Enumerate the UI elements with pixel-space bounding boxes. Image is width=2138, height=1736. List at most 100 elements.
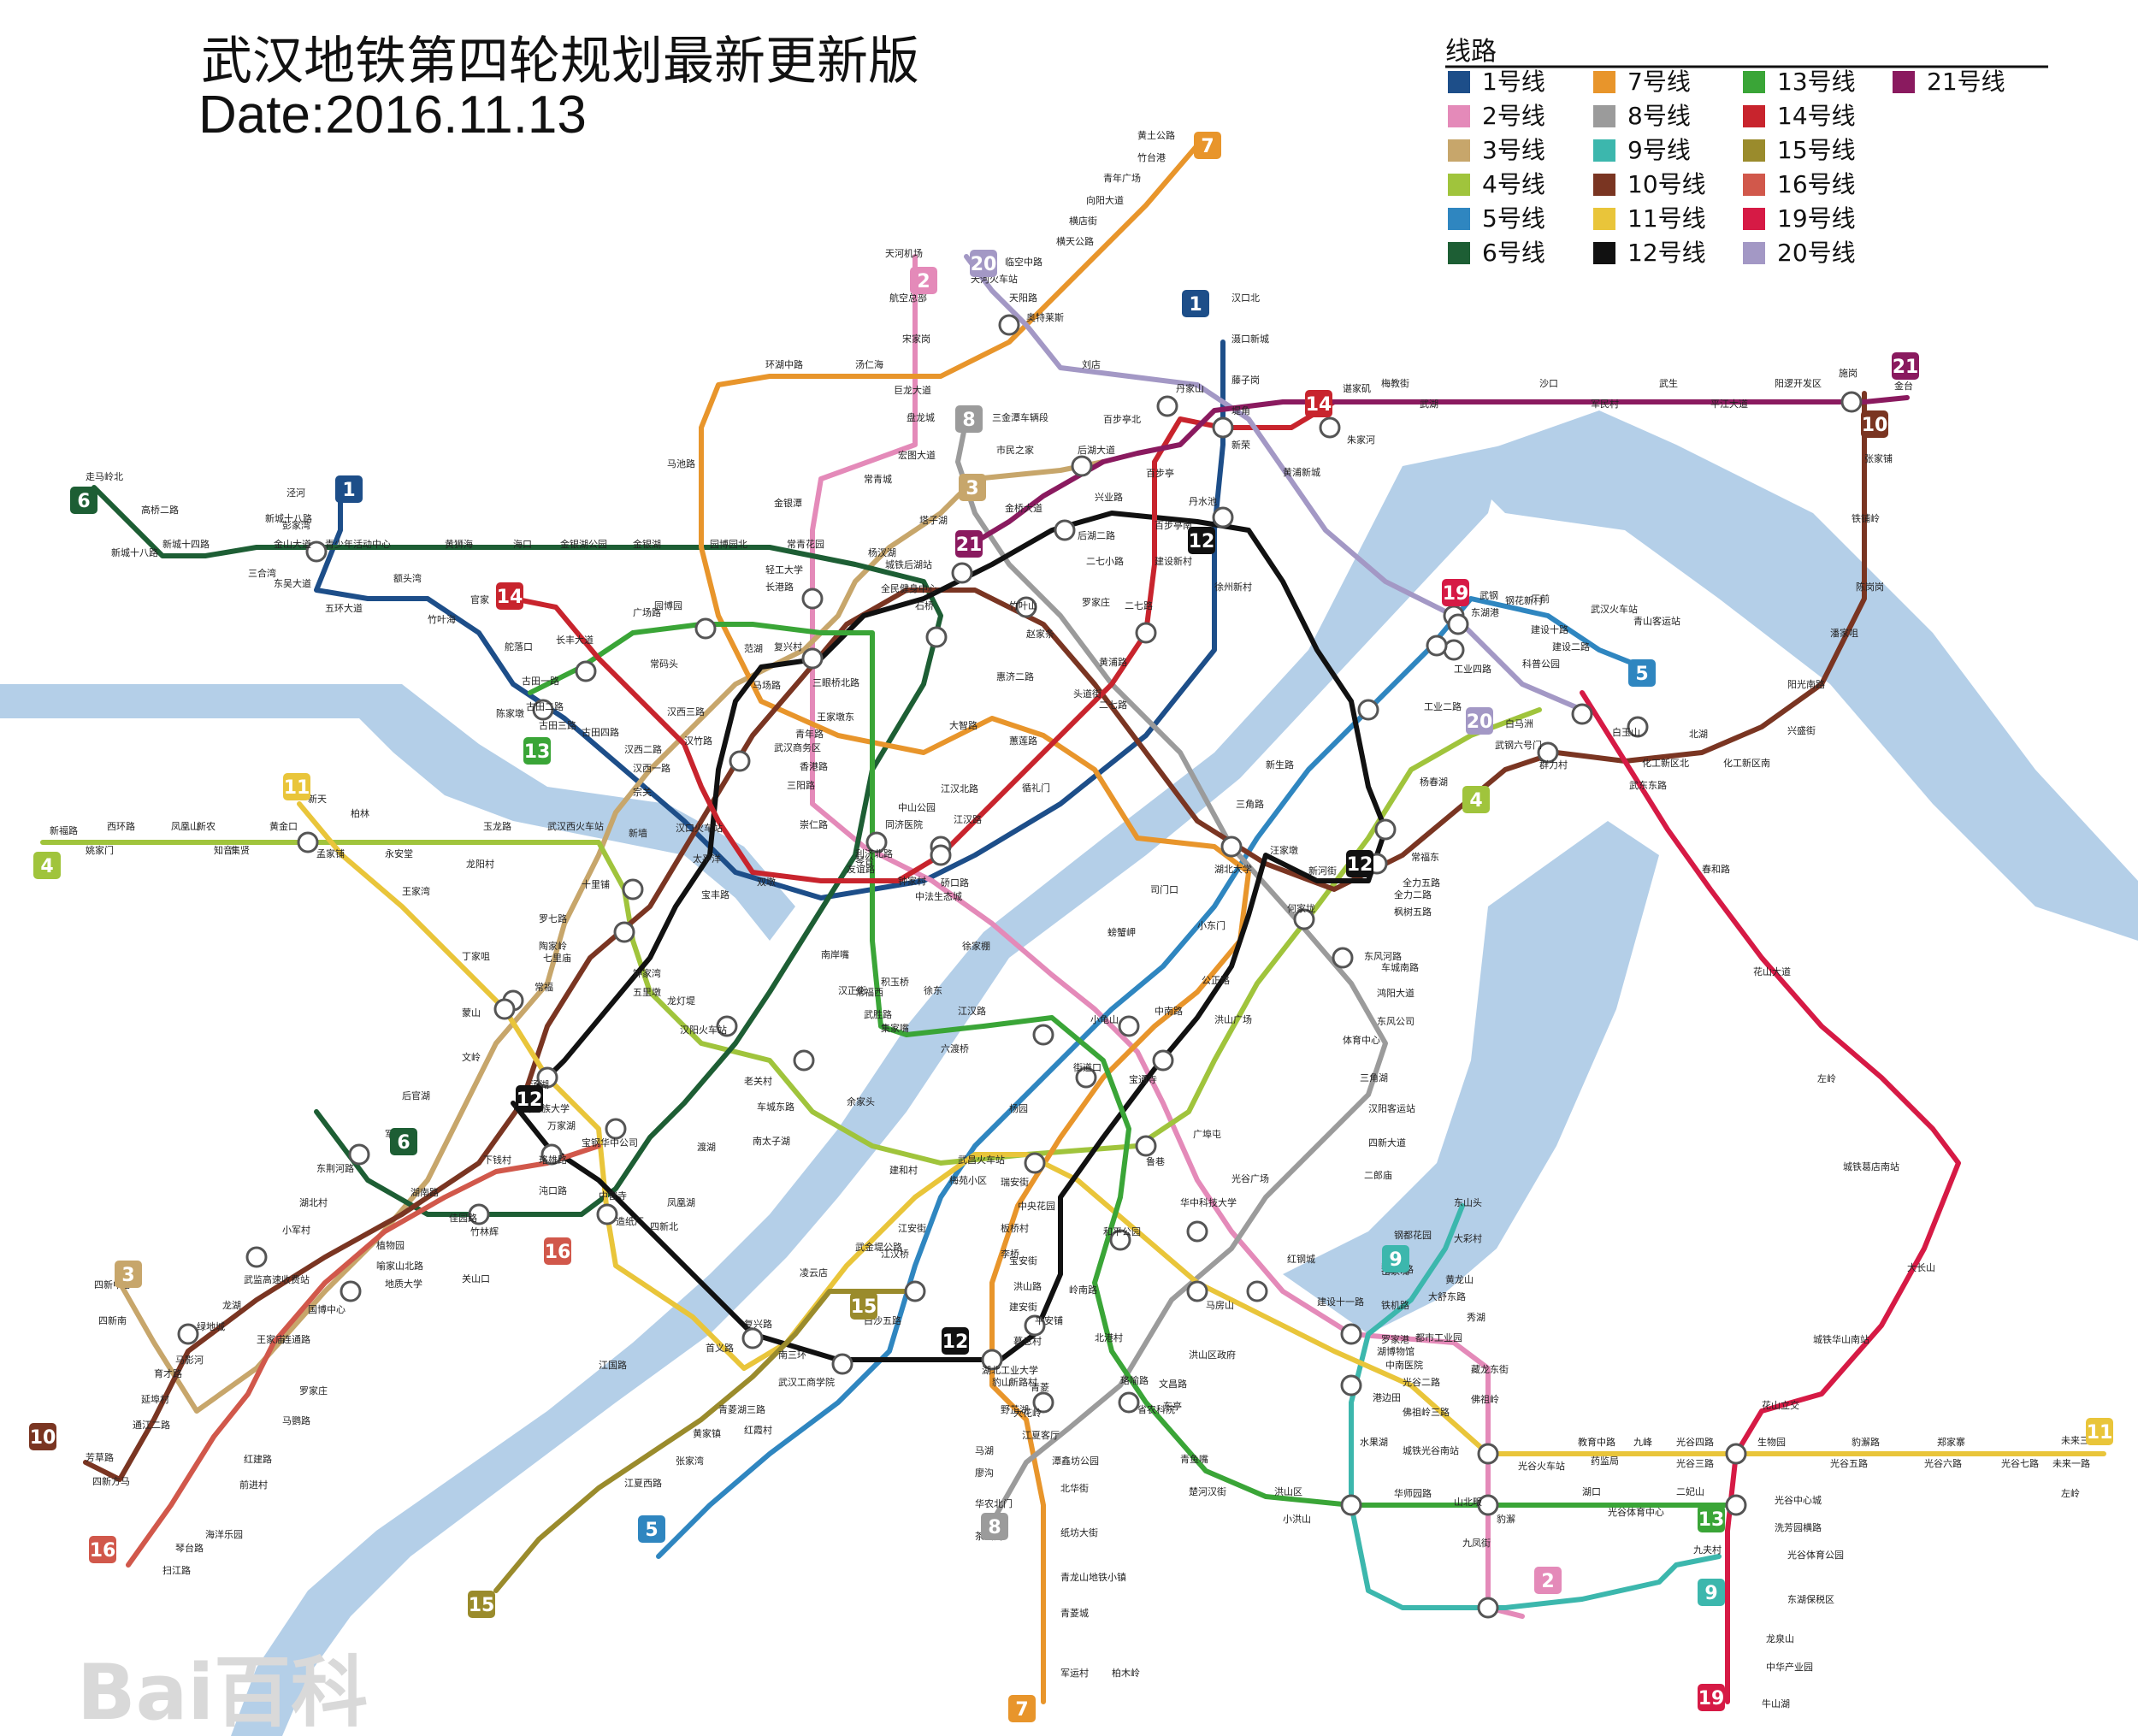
transfer-station[interactable] [1725, 1443, 1747, 1465]
transfer-station[interactable] [1024, 1314, 1046, 1337]
transfer-station[interactable] [930, 844, 952, 866]
station-name: 复兴村 [774, 641, 802, 652]
transfer-station[interactable] [1293, 908, 1315, 930]
station-name: 潘家咀 [1830, 627, 1858, 639]
transfer-station[interactable] [1374, 818, 1397, 841]
station-name: 竹叶海 [428, 613, 456, 625]
transfer-station[interactable] [1135, 1135, 1157, 1157]
transfer-station[interactable] [1075, 1066, 1097, 1089]
transfer-station[interactable] [605, 1118, 627, 1140]
station-name: 南岸嘴 [821, 949, 849, 960]
transfer-station[interactable] [1477, 1494, 1499, 1516]
line-badge [850, 1292, 877, 1320]
transfer-station[interactable] [1054, 519, 1076, 541]
transfer-station[interactable] [1246, 1280, 1268, 1302]
station-name: 光谷体育中心 [1608, 1506, 1664, 1518]
transfer-station[interactable] [1032, 1024, 1054, 1046]
station-name: 北湖 [1689, 729, 1708, 740]
transfer-station[interactable] [1186, 1280, 1208, 1302]
transfer-station[interactable] [1332, 947, 1354, 969]
station-name: 江国路 [599, 1360, 627, 1371]
transfer-station[interactable] [340, 1280, 362, 1302]
transfer-station[interactable] [1156, 395, 1178, 417]
transfer-station[interactable] [1340, 1494, 1362, 1516]
station-name: 四新大道 [1368, 1137, 1406, 1148]
station-name: 豹澥路 [1852, 1436, 1880, 1448]
transfer-station[interactable] [1571, 703, 1593, 725]
transfer-station[interactable] [613, 921, 635, 943]
transfer-station[interactable] [305, 540, 328, 563]
legend-label: 11号线 [1627, 204, 1706, 233]
station-name: 纸坊大街 [1060, 1526, 1098, 1538]
transfer-station[interactable] [694, 617, 717, 640]
transfer-station[interactable] [540, 1143, 563, 1166]
transfer-station[interactable] [297, 831, 319, 853]
transfer-station[interactable] [1152, 1049, 1174, 1072]
transfer-station[interactable] [1118, 1391, 1140, 1414]
station-name: 光谷三路 [1676, 1457, 1714, 1469]
transfer-station[interactable] [1135, 622, 1157, 644]
station-name: 光谷体育公园 [1787, 1549, 1844, 1561]
transfer-station[interactable] [1477, 1443, 1499, 1465]
station-name: 新城十四路 [162, 538, 210, 550]
transfer-station[interactable] [1426, 635, 1448, 657]
transfer-station[interactable] [1840, 391, 1863, 413]
transfer-station[interactable] [998, 314, 1020, 336]
transfer-station[interactable] [1220, 836, 1243, 858]
line-badge-label: 12 [517, 1089, 543, 1111]
transfer-station[interactable] [793, 1049, 815, 1072]
transfer-station[interactable] [622, 878, 644, 900]
transfer-station[interactable] [1109, 1229, 1131, 1251]
transfer-station[interactable] [1443, 639, 1465, 661]
transfer-station[interactable] [1357, 699, 1379, 721]
station-name: 兴盛街 [1787, 724, 1816, 736]
transfer-station[interactable] [981, 1349, 1003, 1371]
transfer-station[interactable] [1537, 741, 1559, 764]
transfer-station[interactable] [177, 1323, 199, 1345]
transfer-station[interactable] [536, 1066, 558, 1089]
transfer-station[interactable] [1477, 1597, 1499, 1619]
transfer-station[interactable] [729, 750, 751, 772]
station-name: 太平洋 [693, 853, 721, 865]
station-name: 科普公园 [1522, 658, 1560, 670]
transfer-station[interactable] [596, 1203, 618, 1225]
transfer-station[interactable] [1015, 596, 1037, 618]
transfer-station[interactable] [1319, 416, 1341, 439]
transfer-station[interactable] [1032, 1391, 1054, 1414]
station-name: 徐东 [924, 984, 942, 996]
transfer-station[interactable] [1212, 416, 1234, 439]
station-name: 佳园路 [449, 1212, 477, 1224]
transfer-station[interactable] [532, 699, 554, 721]
transfer-station[interactable] [1071, 455, 1093, 477]
transfer-station[interactable] [801, 647, 824, 670]
station-name: 江安街 [898, 1222, 926, 1234]
transfer-station[interactable] [1725, 1494, 1747, 1516]
transfer-station[interactable] [741, 1327, 764, 1349]
line-badge-label: 16 [545, 1242, 571, 1263]
transfer-station[interactable] [1186, 1220, 1208, 1243]
transfer-station[interactable] [1447, 613, 1469, 635]
transfer-station[interactable] [493, 998, 516, 1020]
station-name: 文昌路 [1159, 1378, 1187, 1390]
transfer-station[interactable] [1627, 716, 1649, 738]
transfer-station[interactable] [1340, 1374, 1362, 1396]
transfer-station[interactable] [575, 660, 597, 682]
transfer-station[interactable] [1024, 1152, 1046, 1174]
station-name: 高桥二路 [141, 504, 179, 516]
transfer-station[interactable] [904, 1280, 926, 1302]
transfer-station[interactable] [801, 588, 824, 610]
transfer-station[interactable] [925, 626, 948, 648]
transfer-station[interactable] [245, 1246, 268, 1268]
station-name: 丹水池 [1189, 496, 1217, 507]
transfer-station[interactable] [1212, 506, 1234, 528]
transfer-station[interactable] [468, 1203, 490, 1225]
station-name: 百步亭北 [1103, 413, 1141, 425]
transfer-station[interactable] [1118, 1015, 1140, 1037]
transfer-station[interactable] [716, 1015, 738, 1037]
transfer-station[interactable] [865, 831, 888, 853]
transfer-station[interactable] [831, 1353, 853, 1375]
transfer-station[interactable] [951, 562, 973, 584]
transfer-station[interactable] [348, 1143, 370, 1166]
transfer-station[interactable] [1340, 1323, 1362, 1345]
station-name: 汉阳火车站 [680, 1024, 727, 1036]
